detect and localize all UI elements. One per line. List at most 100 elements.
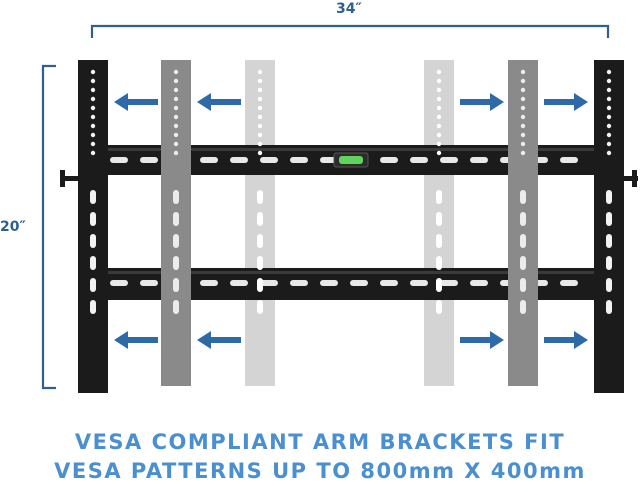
arm-hole — [520, 150, 526, 156]
arm-hole — [173, 78, 179, 84]
arm-slot — [606, 190, 612, 204]
rail-slot — [350, 280, 368, 286]
rail-slot — [440, 157, 458, 163]
rail-slot — [110, 157, 128, 163]
arm-hole — [606, 141, 612, 147]
arm-hole — [257, 132, 263, 138]
arm-hole — [257, 69, 263, 75]
rail-slot — [230, 157, 248, 163]
arm-hole — [436, 87, 442, 93]
arrow-icon — [460, 331, 504, 349]
arm-slot — [257, 212, 263, 226]
arm-hole — [606, 123, 612, 129]
arm-hole — [520, 87, 526, 93]
arm-slot — [90, 278, 96, 292]
arm-hole — [257, 87, 263, 93]
arm-hole — [90, 123, 96, 129]
arrow-icon — [544, 331, 588, 349]
arm-slot — [520, 190, 526, 204]
arrow-icon — [460, 93, 504, 111]
arm-hole — [257, 141, 263, 147]
arm-slot — [173, 256, 179, 270]
arm-hole — [257, 114, 263, 120]
arm-slot — [90, 212, 96, 226]
rail-slot — [440, 280, 458, 286]
arm-hole — [436, 78, 442, 84]
rail-slot — [470, 157, 488, 163]
bubble-level — [333, 152, 369, 168]
height-dimension-line — [41, 64, 56, 390]
rail-slot — [290, 280, 308, 286]
arm-hole — [606, 69, 612, 75]
arm-slot — [436, 190, 442, 204]
arm-hole — [257, 96, 263, 102]
arm-hole — [173, 132, 179, 138]
arm-slot — [520, 300, 526, 314]
arm-hole — [173, 141, 179, 147]
arm-hole — [173, 105, 179, 111]
width-dimension-label: 34″ — [336, 1, 362, 17]
arm-slot — [606, 256, 612, 270]
width-dimension-line — [90, 24, 610, 38]
rail-slot — [110, 280, 128, 286]
rail-slot — [380, 157, 398, 163]
rail-slot — [200, 157, 218, 163]
arm-slot — [606, 234, 612, 248]
arm-hole — [257, 123, 263, 129]
rail-slot — [410, 280, 428, 286]
height-dimension-label: 20″ — [0, 219, 26, 235]
arm-hole — [520, 69, 526, 75]
arm-hole — [436, 132, 442, 138]
rail-slot — [410, 157, 428, 163]
arm-slot — [606, 300, 612, 314]
arm-slot — [436, 234, 442, 248]
arm-hole — [90, 96, 96, 102]
arm-slot — [606, 278, 612, 292]
rail-slot — [380, 280, 398, 286]
arm-hole — [606, 87, 612, 93]
rail-slot — [260, 157, 278, 163]
arm-slot — [90, 234, 96, 248]
arm-slot — [257, 190, 263, 204]
arm-hole — [173, 150, 179, 156]
arm-hole — [520, 105, 526, 111]
arm-hole — [520, 141, 526, 147]
arm-hole — [90, 141, 96, 147]
arm-slot — [520, 256, 526, 270]
arrow-icon — [114, 93, 158, 111]
rail-slot — [470, 280, 488, 286]
caption-line-1: VESA COMPLIANT ARM BRACKETS FIT — [74, 430, 566, 454]
arm-slot — [436, 256, 442, 270]
arm-slot — [436, 278, 442, 292]
arrow-icon — [197, 331, 241, 349]
arm-slot — [173, 300, 179, 314]
arm-slot — [90, 256, 96, 270]
arm-slot — [257, 300, 263, 314]
arm-slot — [436, 212, 442, 226]
rail-slot — [290, 157, 308, 163]
arm-hole — [173, 96, 179, 102]
arm-slot — [90, 300, 96, 314]
arm-hole — [257, 78, 263, 84]
arm-hole — [436, 114, 442, 120]
arm-hole — [606, 78, 612, 84]
arm-hole — [257, 150, 263, 156]
arm-hole — [606, 150, 612, 156]
caption-line-2: VESA PATTERNS UP TO 800mm X 400mm — [54, 459, 586, 483]
arm-slot — [90, 190, 96, 204]
arm-hole — [90, 132, 96, 138]
rail-slot — [140, 157, 158, 163]
rail-slot — [560, 157, 578, 163]
arm-slot — [173, 234, 179, 248]
rail-slot — [200, 280, 218, 286]
arm-hole — [436, 150, 442, 156]
arm-hole — [90, 87, 96, 93]
arm-hole — [173, 114, 179, 120]
rail-slot — [260, 280, 278, 286]
arm-slot — [257, 256, 263, 270]
arm-slot — [520, 212, 526, 226]
arm-slot — [173, 190, 179, 204]
arm-slot — [257, 278, 263, 292]
